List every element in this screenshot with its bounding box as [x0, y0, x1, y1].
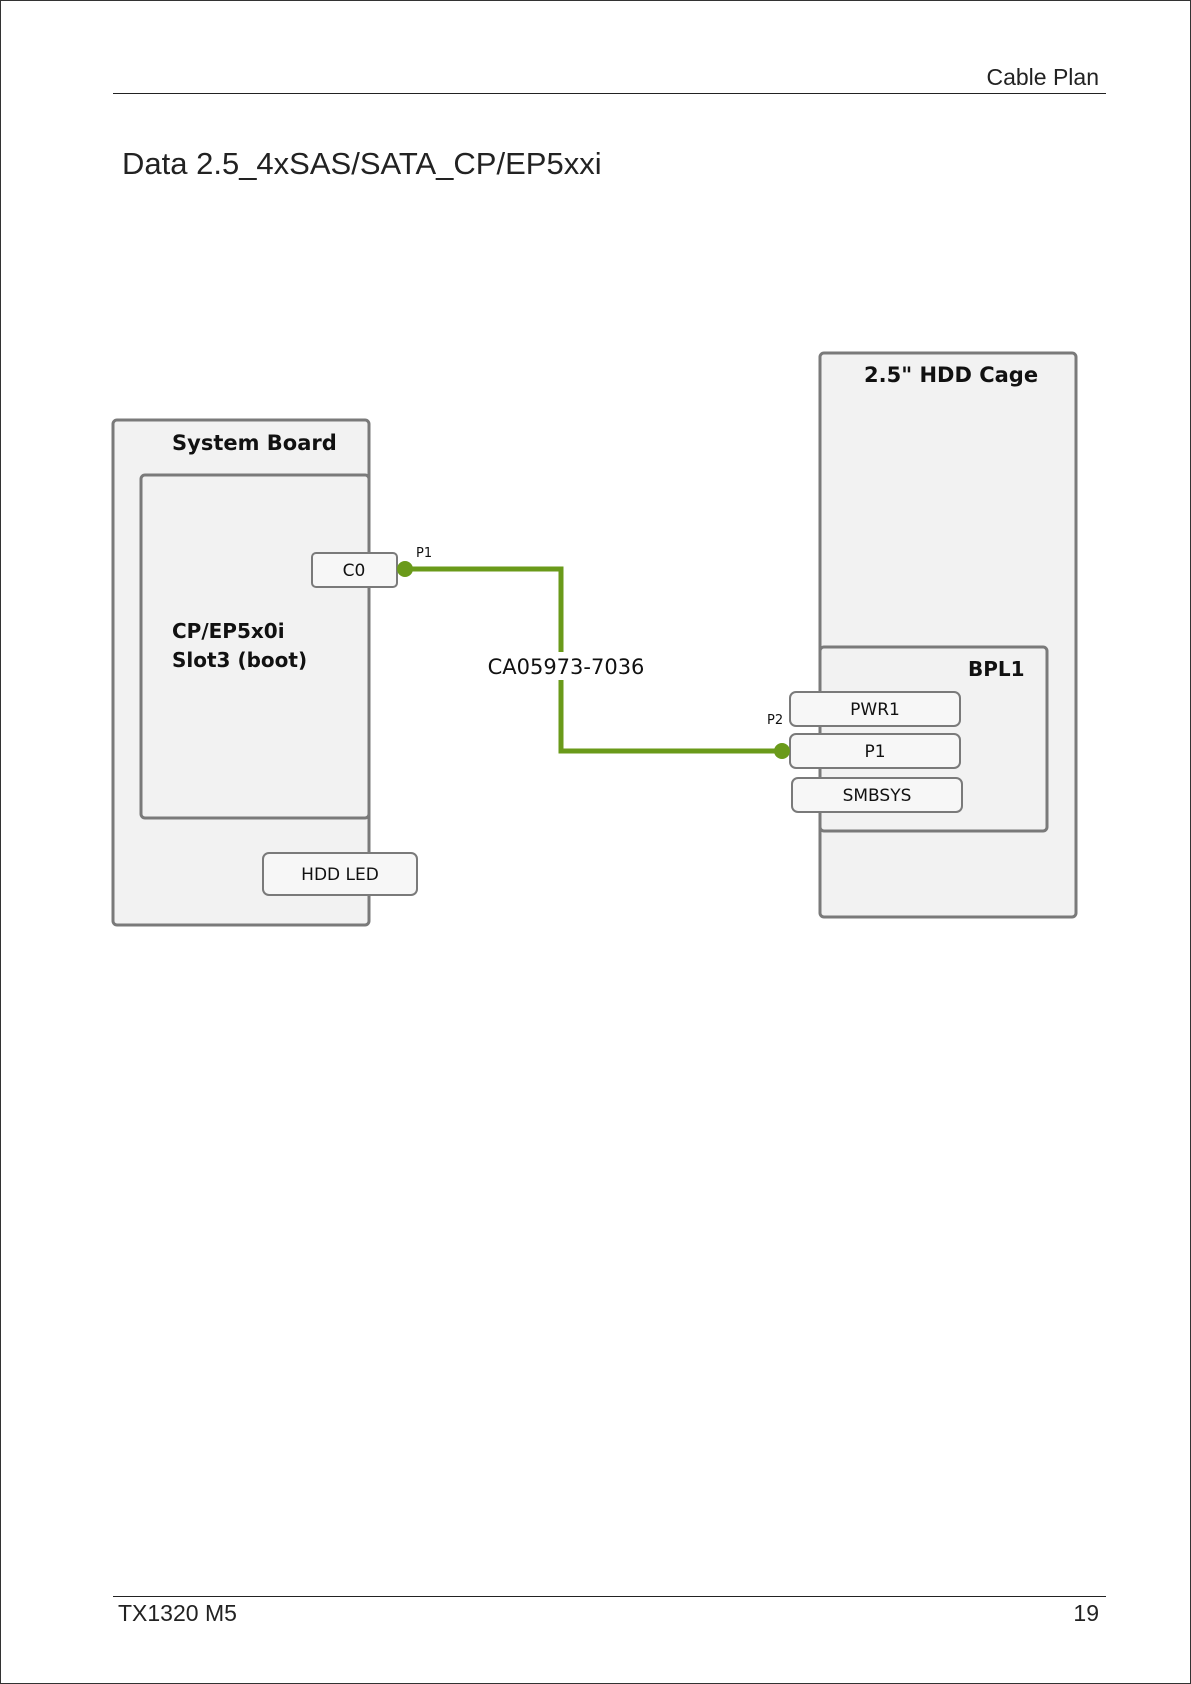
cable-end-p2-dot — [774, 743, 790, 759]
cable-end-p1-dot — [397, 561, 413, 577]
system-board-label: System Board — [172, 431, 337, 455]
footer-divider — [113, 1596, 1106, 1597]
controller-box — [141, 475, 369, 818]
controller-label-line2: Slot3 (boot) — [172, 648, 307, 672]
cable-part-number: CA05973-7036 — [488, 655, 645, 679]
footer-page-number: 19 — [1073, 1600, 1099, 1627]
cable-end-p1-label: P1 — [416, 546, 432, 561]
port-smbsys-label: SMBSYS — [843, 786, 912, 806]
hdd-cage-label: 2.5" HDD Cage — [864, 363, 1038, 387]
port-p1-label: P1 — [864, 742, 885, 762]
cable-end-p2-label: P2 — [767, 713, 783, 728]
hdd-led-label: HDD LED — [301, 865, 379, 885]
port-pwr1-label: PWR1 — [850, 700, 900, 720]
footer-model: TX1320 M5 — [118, 1600, 237, 1627]
controller-label-line1: CP/EP5x0i — [172, 619, 285, 643]
backplane-label: BPL1 — [968, 657, 1025, 681]
port-c0-label: C0 — [343, 561, 366, 581]
